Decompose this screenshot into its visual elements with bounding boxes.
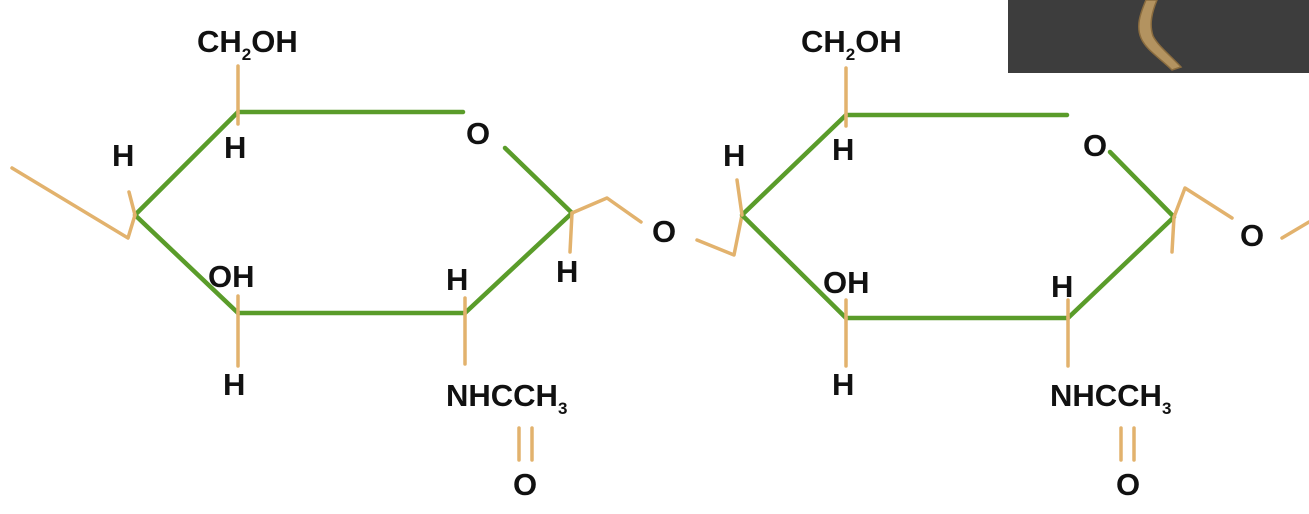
h-c3-label-1: H [223,367,245,402]
h-c5-label-2: H [832,132,854,167]
h-c5-label-1: H [224,130,246,165]
bond-c1-glycosidic-2 [1172,186,1234,220]
ring-oxygen-1: O [466,116,490,151]
carbonyl-oxygen-2: O [1116,467,1140,502]
bond-c1-h [568,211,574,254]
acetamido-label-2: NHCCH3 [1050,378,1171,418]
glycosidic-oxygen-2: O [1240,218,1264,253]
photo-background [1008,0,1309,73]
bond-glycosidic-c4 [695,213,744,257]
ring-outline-2 [739,112,1177,321]
oh-c3-label-2: OH [823,265,870,300]
h-c2-label-2: H [1051,269,1073,304]
acetamido-label-1: NHCCH3 [446,378,567,418]
photo-inset [1008,0,1309,73]
bond-c1-glycosidic [570,196,643,224]
h-c4-label-1: H [112,138,134,173]
ch2oh-label-2: CH2OH [801,24,902,64]
bond-c4-h-2 [735,178,744,217]
sugar-unit-2: CH2OH O H H OH H H NHCCH3 O [723,24,1234,502]
h-c3-label-2: H [832,367,854,402]
h-c2-label-1: H [446,262,468,297]
incoming-bond [10,166,137,240]
ring-oxygen-2: O [1083,128,1107,163]
ring-outline-1 [132,109,575,316]
carbonyl-oxygen-1: O [513,467,537,502]
ch2oh-label-1: CH2OH [197,24,298,64]
bond-c1-h-2 [1170,215,1176,254]
bond-outgoing [1280,220,1309,240]
oh-c3-label-1: OH [208,259,255,294]
photo-object [1138,0,1183,71]
h-c1-label-1: H [556,254,578,289]
bond-c4-h [127,190,137,217]
h-c4-label-2: H [723,138,745,173]
glycosidic-oxygen-1: O [652,214,676,249]
sugar-unit-1: CH2OH O H H OH H H H NHCCH3 O [10,24,643,502]
